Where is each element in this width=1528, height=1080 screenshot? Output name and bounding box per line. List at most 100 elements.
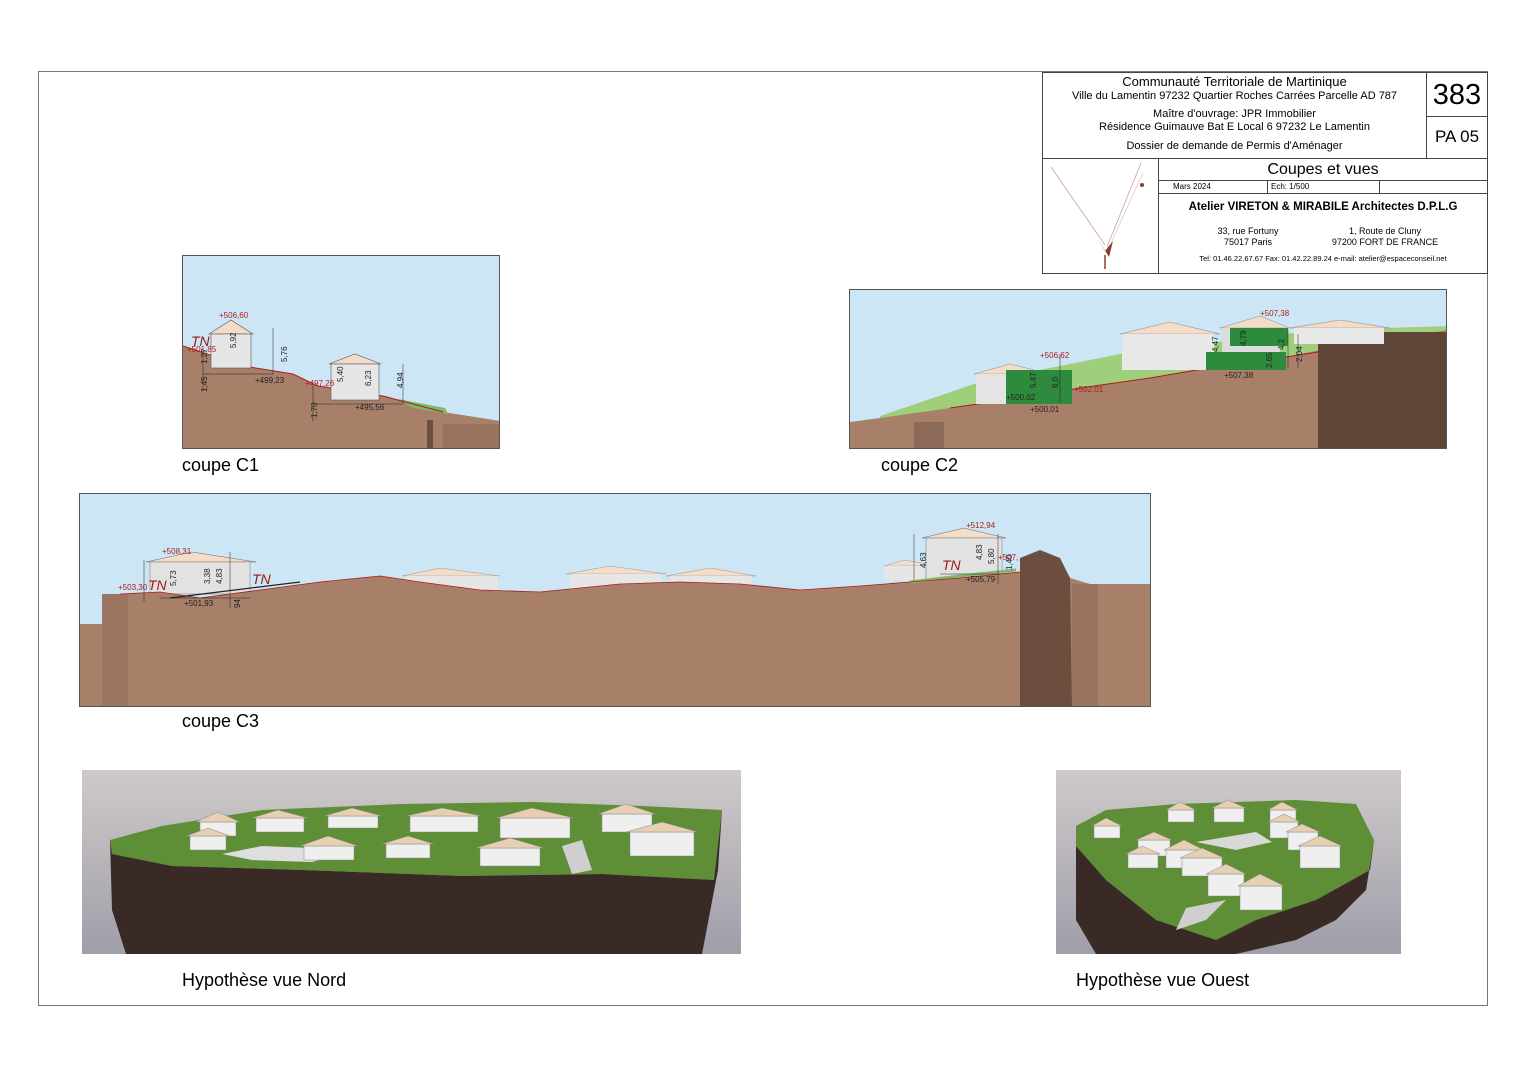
level-label: +500,01 — [1030, 405, 1060, 414]
dim-label: 6,23 — [364, 370, 373, 386]
dim-label: 4,83 — [975, 544, 984, 560]
terrain-dark-block — [1020, 550, 1072, 706]
level-label: +508,31 — [162, 547, 192, 556]
paris-street: 33, rue Fortuny — [1217, 226, 1279, 236]
paris-address: 33, rue Fortuny 75017 Paris — [1193, 226, 1303, 248]
paris-city: 75017 Paris — [1223, 237, 1273, 247]
dim-label: 5,80 — [987, 548, 996, 564]
compass-logo-icon — [1050, 162, 1144, 269]
fdf-address: 1, Route de Cluny 97200 FORT DE FRANCE — [1315, 226, 1455, 248]
scale-value: Ech: 1/500 — [1271, 182, 1310, 191]
drawing-sheet-border — [38, 71, 1488, 1006]
cliff-face — [110, 810, 722, 954]
dim-label: 5,73 — [169, 570, 178, 586]
dim-label: 4,83 — [215, 568, 224, 584]
dim-label: 5,47 — [1029, 372, 1038, 388]
terrain-block — [443, 424, 499, 448]
caption-c1: coupe C1 — [182, 455, 260, 475]
tn-label: TN — [148, 577, 168, 593]
dim-label: 1,70 — [310, 402, 319, 418]
dim-label: 2,04 — [1295, 346, 1304, 362]
house-left — [149, 561, 251, 595]
grass-strip — [909, 568, 1017, 584]
project-info: Communauté Territoriale de Martinique Vi… — [1043, 73, 1427, 159]
level-label: +506,62 — [1040, 351, 1070, 360]
dim-label: 1,40 — [1005, 554, 1014, 570]
level-label: +500,02 — [1006, 393, 1036, 402]
background-house — [1294, 328, 1384, 344]
natural-ground-line — [119, 571, 1021, 599]
level-label: +499,23 — [255, 376, 285, 385]
dim-label: 4,47 — [1211, 336, 1220, 352]
house-1 — [210, 333, 252, 369]
background-house — [884, 566, 924, 580]
dim-label: 94 — [233, 599, 242, 608]
section-c1: TN +506,60 +501,85 +499,23 +497,26 +495,… — [182, 255, 500, 449]
dim-label: 4,63 — [919, 552, 928, 568]
section-c3: TN TN TN +508,31 +503,30 +501,93 +512,94… — [79, 493, 1151, 707]
tn-label: TN — [191, 333, 211, 349]
level-label: +501,93 — [184, 599, 214, 608]
level-label: +495,56 — [355, 403, 385, 412]
level-label: +503,30 — [118, 583, 148, 592]
level-label: +507,38 — [1260, 309, 1290, 318]
dim-label: 1,45 — [200, 376, 209, 392]
buildings — [1091, 799, 1343, 911]
client-name: Maître d'ouvrage: JPR Immobilier — [1153, 108, 1316, 120]
title-block: Communauté Territoriale de Martinique Vi… — [1042, 72, 1488, 274]
level-label: +507,38 — [1224, 371, 1254, 380]
house-2 — [330, 363, 380, 401]
client-address: Résidence Guimauve Bat E Local 6 97232 L… — [1099, 121, 1370, 133]
green-block — [1006, 370, 1072, 404]
terrain — [80, 562, 1150, 706]
dim-label: 6,0 — [1051, 376, 1060, 388]
level-label: +507, — [998, 553, 1018, 562]
dim-label: 5,40 — [336, 366, 345, 382]
dim-label: 2,65 — [1265, 352, 1274, 368]
dim-label: 5,76 — [280, 346, 289, 362]
level-label: +512,94 — [966, 521, 996, 530]
view-north-render — [82, 770, 741, 954]
project-ground-line — [169, 581, 301, 599]
sheet-title: Coupes et vues — [1159, 159, 1487, 181]
row-divider — [1379, 181, 1380, 193]
caption-c2: coupe C2 — [881, 455, 959, 475]
tn-label: TN — [942, 557, 962, 573]
section-c2: +506,62 +502,01 +500,01 +507,38 +507,38 … — [849, 289, 1447, 449]
level-label: +506,60 — [219, 311, 249, 320]
terrain — [850, 330, 1446, 448]
background-house — [1122, 334, 1214, 370]
caption-c3: coupe C3 — [182, 711, 260, 731]
project-number: 383 — [1427, 73, 1487, 117]
date-scale-row: Mars 2024 Ech: 1/500 — [1159, 181, 1487, 194]
dim-label: 4,79 — [1239, 330, 1248, 346]
green-block — [1206, 352, 1286, 370]
dim-label: 4,2 — [1277, 338, 1286, 350]
caption-view-west: Hypothèse vue Ouest — [1076, 970, 1250, 990]
row-divider — [1267, 181, 1268, 193]
tn-label: TN — [252, 571, 272, 587]
dim-label: 3,38 — [203, 568, 212, 584]
dim-label: 1,27 — [200, 348, 209, 364]
contact-line: Tel: 01.46.22.67.67 Fax: 01.42.22.89.24 … — [1199, 254, 1447, 263]
caption-view-north: Hypothèse vue Nord — [182, 970, 347, 990]
architect-name: Atelier VIRETON & MIRABILE Architectes D… — [1188, 201, 1458, 213]
terrain-edge — [914, 422, 944, 448]
project-location: Ville du Lamentin 97232 Quartier Roches … — [1071, 90, 1398, 102]
sheet-code: PA 05 — [1427, 117, 1487, 159]
terrain-edge — [102, 594, 128, 706]
architect-logo — [1043, 159, 1159, 273]
fdf-city: 97200 FORT DE FRANCE — [1331, 237, 1439, 247]
terrain-edge — [427, 420, 433, 448]
dim-label: 5,92 — [229, 332, 238, 348]
level-label: +501,85 — [187, 345, 217, 354]
dim-label: 4,94 — [396, 372, 405, 388]
level-label: +502,01 — [1074, 385, 1104, 394]
level-label: +505,79 — [966, 575, 996, 584]
terrain-block — [1072, 584, 1098, 706]
buildings — [185, 803, 699, 867]
view-west-render — [1056, 770, 1401, 954]
fdf-street: 1, Route de Cluny — [1348, 226, 1422, 236]
terrain-dark-block — [1318, 332, 1446, 448]
cliff-face — [1076, 826, 1374, 954]
